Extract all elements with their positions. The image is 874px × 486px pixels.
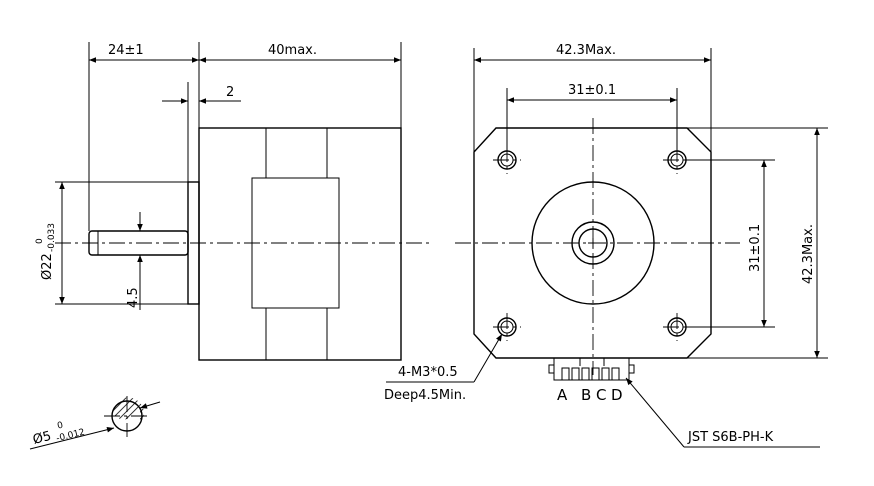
- front-view: 42.3Max. 31±0.1 31±0.1 42.3Max. 4-M3*0.5…: [384, 43, 828, 448]
- hole-spacing-side-label: 31±0.1: [748, 224, 763, 272]
- shaft-section-tol-upper: 0: [56, 420, 64, 431]
- pin-label-c: C: [596, 386, 606, 404]
- pin-label-b: B: [581, 386, 591, 404]
- shaft-flat-label: 4.5: [126, 287, 141, 308]
- pin-label-a: A: [557, 386, 568, 404]
- motor-body-outline: [198, 127, 402, 361]
- thread-callout: 4-M3*0.5: [398, 365, 458, 380]
- connector-pins: [561, 367, 620, 381]
- shaft-diameter-label: Ø22: [40, 253, 55, 280]
- flange-offset-label: 2: [226, 85, 234, 100]
- shaft-diameter-tol-upper: 0: [35, 238, 45, 244]
- front-height-label: 42.3Max.: [801, 224, 816, 284]
- shaft-section-diameter-label: Ø5: [31, 429, 53, 448]
- body-bottom-groove: [326, 128, 340, 360]
- depth-callout: Deep4.5Min.: [384, 388, 466, 403]
- hole-spacing-top-label: 31±0.1: [568, 83, 616, 98]
- shaft-diameter-tol-lower: -0.033: [47, 223, 57, 252]
- shaft-section-view: Ø5 0 -0.012: [29, 396, 161, 450]
- side-view: 24±1 40max. 2 Ø22 0 -0.033 4.5: [35, 42, 430, 361]
- body-top-groove: [251, 128, 267, 360]
- front-width-label: 42.3Max.: [556, 43, 616, 58]
- connector-callout: JST S6B-PH-K: [687, 430, 774, 445]
- shaft-length-label: 24±1: [108, 43, 144, 58]
- pin-label-d: D: [611, 386, 623, 404]
- body-length-label: 40max.: [268, 43, 317, 58]
